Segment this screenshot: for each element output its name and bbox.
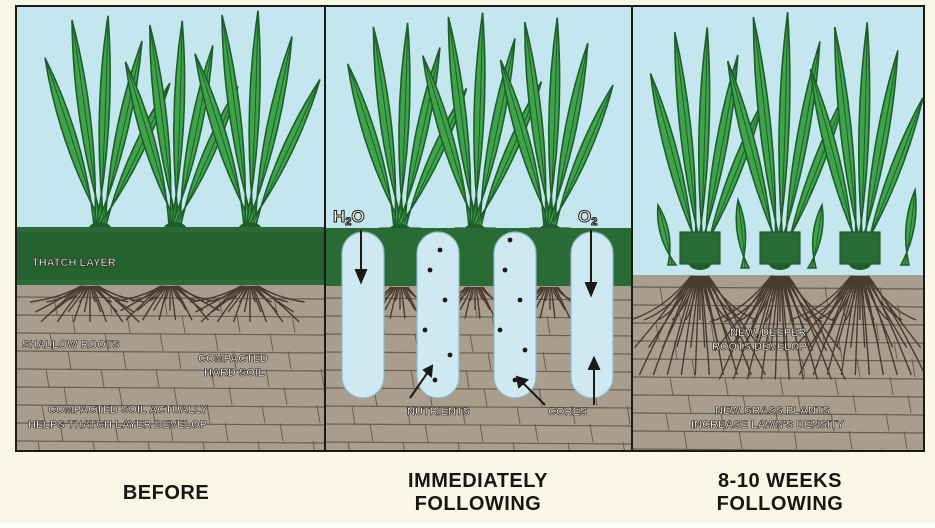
deeper-roots-label-line2: ROOTS DEVELOP (712, 341, 807, 353)
deeper-roots-label-line1: NEW, DEEPER (730, 327, 806, 339)
compacted-soil-note-line2: HELPS THATCH LAYER DEVELOP (28, 419, 207, 431)
caption-weeks-line1: 8-10 WEEKS (680, 470, 880, 493)
thatch-layer-label: THATCH LAYER (32, 257, 116, 269)
new-plants-label-line2: INCREASE LAWN'S DENSITY (691, 419, 845, 431)
panel-immediately-art (326, 7, 631, 460)
caption-before: BEFORE (66, 482, 266, 505)
caption-weeks: 8-10 WEEKS FOLLOWING (680, 470, 880, 516)
compacted-soil-note-line1: COMPACTED SOIL ACTUALLY (48, 404, 208, 416)
shallow-roots-label: SHALLOW ROOTS (22, 339, 120, 351)
hard-soil-label: HARD SOIL (204, 367, 265, 379)
compacted-label: COMPACTED (198, 353, 268, 365)
caption-immediately-line1: IMMEDIATELY (378, 470, 578, 493)
new-plants-label-line1: NEW GRASS PLANTS (715, 405, 830, 417)
cores-label: CORES (548, 406, 587, 418)
caption-immediately: IMMEDIATELY FOLLOWING (378, 470, 578, 516)
caption-immediately-line2: FOLLOWING (378, 493, 578, 516)
panel-before-art (17, 7, 324, 459)
panel-weeks-art (630, 7, 925, 467)
caption-weeks-line2: FOLLOWING (680, 493, 880, 516)
nutrients-label: NUTRIENTS (407, 406, 470, 418)
